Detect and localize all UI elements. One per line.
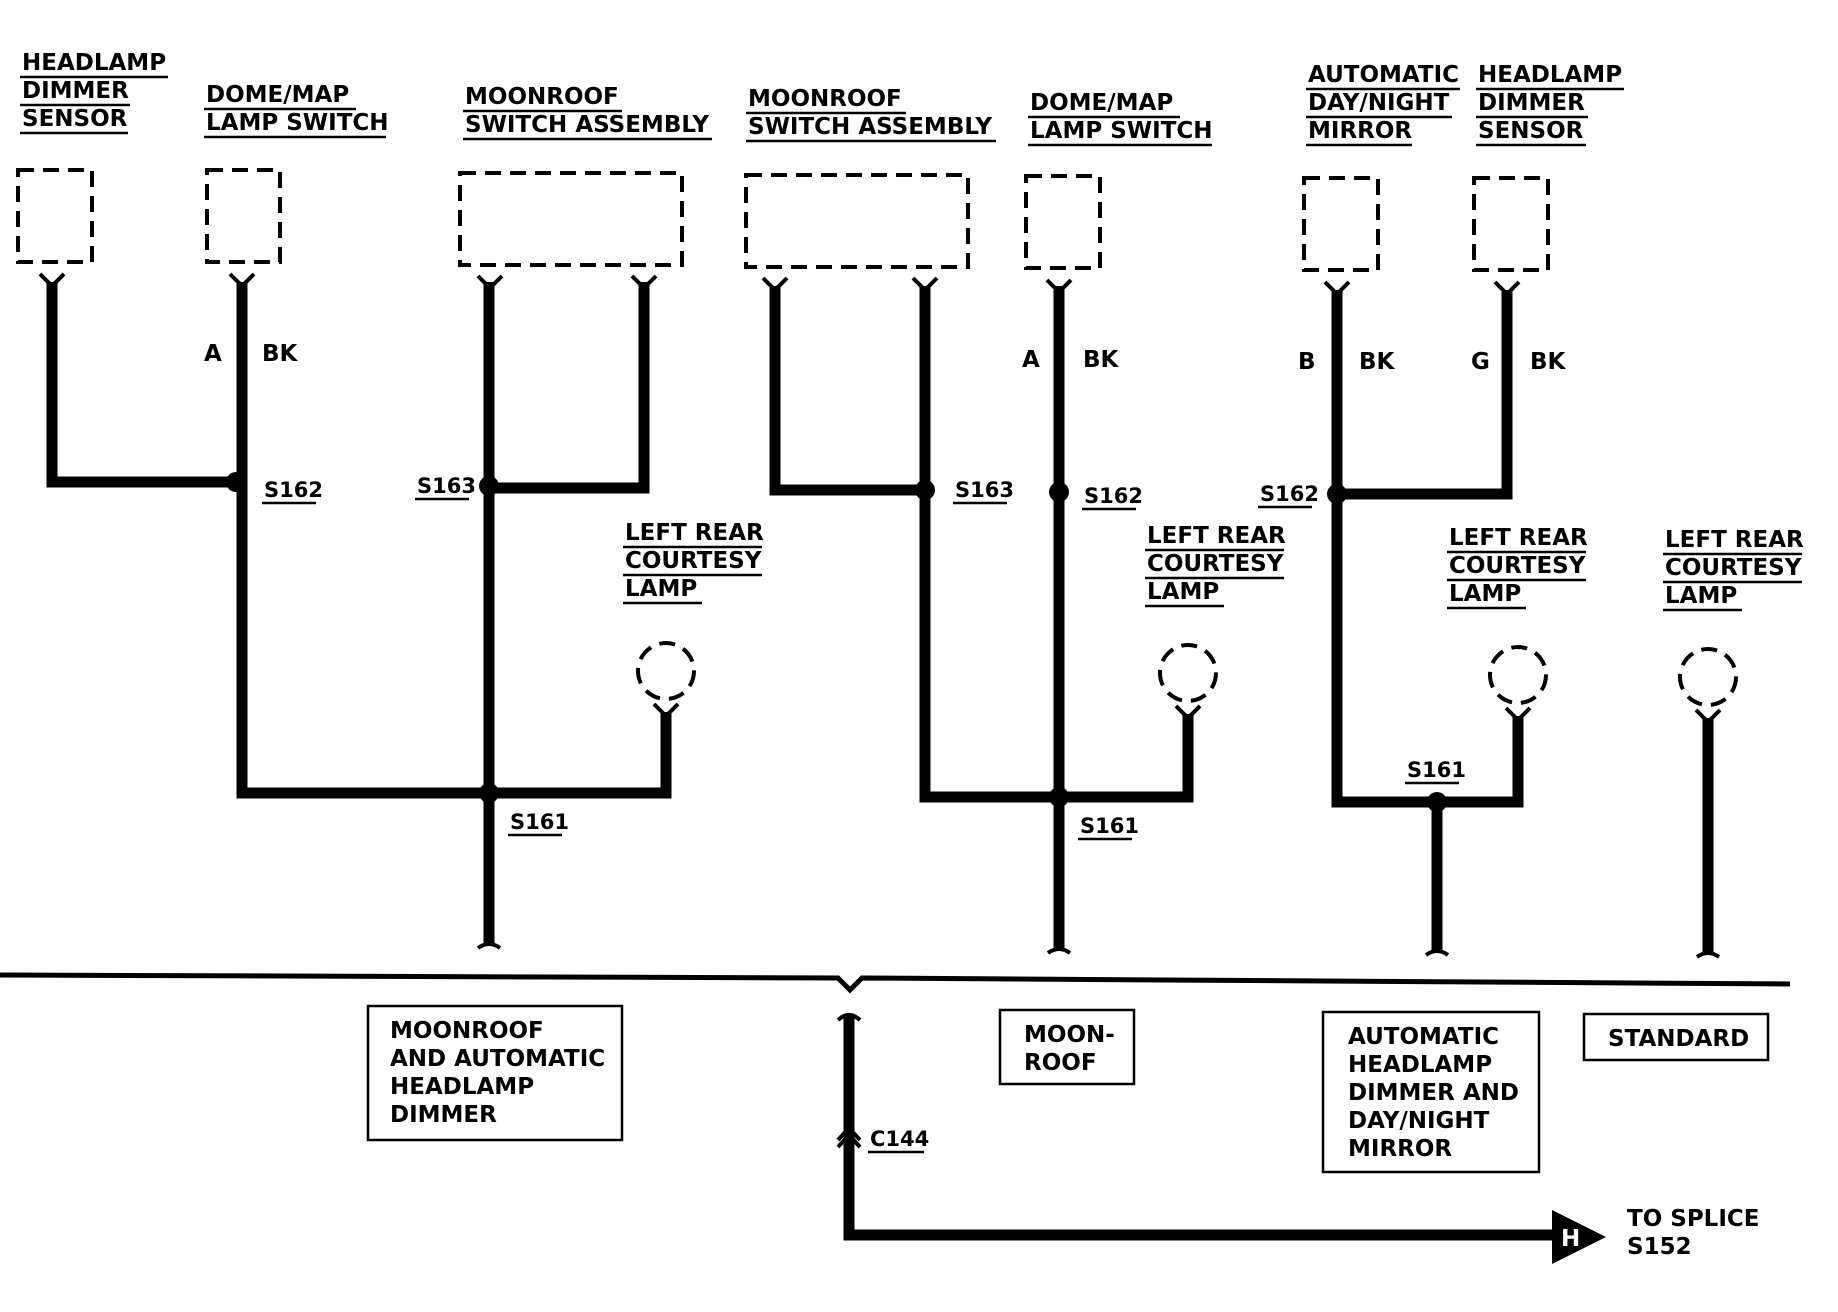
svg-text:DIMMER: DIMMER [22,78,129,104]
svg-text:S163: S163 [955,478,1014,502]
lamp-label-3: LEFT REAR COURTESY LAMP [1447,525,1588,610]
svg-text:COURTESY: COURTESY [1665,555,1802,581]
svg-text:SENSOR: SENSOR [22,106,128,132]
svg-text:LEFT REAR: LEFT REAR [1665,527,1804,553]
svg-text:LAMP SWITCH: LAMP SWITCH [1030,118,1213,144]
svg-text:COURTESY: COURTESY [1449,553,1586,579]
svg-text:HEADLAMP: HEADLAMP [1348,1052,1492,1078]
svg-text:S162: S162 [1260,482,1319,506]
option-box-auto-headlamp-day-night: AUTOMATIC HEADLAMP DIMMER AND DAY/NIGHT … [1321,1010,1541,1174]
courtesy-lamp-bulb-4 [1678,647,1738,707]
svg-text:S162: S162 [264,478,323,502]
svg-text:S163: S163 [417,474,476,498]
courtesy-lamp-bulb-3 [1488,645,1548,705]
svg-text:COURTESY: COURTESY [1147,551,1284,577]
courtesy-lamp-bulb-1 [636,641,696,701]
option-box-moonroof-auto-headlamp: MOONROOF AND AUTOMATIC HEADLAMP DIMMER [366,1004,624,1142]
svg-text:S161: S161 [1080,814,1139,838]
svg-text:LEFT REAR: LEFT REAR [1449,525,1588,551]
svg-text:LEFT REAR: LEFT REAR [1147,523,1286,549]
wires [46,282,1714,1241]
c144-connector-symbol [836,1013,862,1149]
svg-text:SWITCH ASSEMBLY: SWITCH ASSEMBLY [748,114,992,140]
svg-text:DAY/NIGHT: DAY/NIGHT [1308,90,1450,116]
svg-text:S161: S161 [1407,758,1466,782]
dome-map-lamp-switch-box-1 [205,168,282,264]
lamp-label-1: LEFT REAR COURTESY LAMP [623,520,764,605]
svg-text:B: B [1298,349,1316,375]
option-box-moonroof: MOON- ROOF [998,1008,1136,1086]
headlamp-dimmer-sensor-box-2 [1472,176,1550,272]
component-label-moonroof-switch-1: MOONROOF SWITCH ASSEMBLY [463,84,712,141]
svg-text:LAMP: LAMP [1449,581,1521,607]
arrow-label-h: H [1561,1226,1580,1252]
svg-text:AUTOMATIC: AUTOMATIC [1308,62,1459,88]
wire-labels: A BK A BK B BK G BK [204,341,1567,375]
svg-text:LAMP: LAMP [1147,579,1219,605]
courtesy-lamp-bulb-2 [1158,643,1218,703]
svg-text:BK: BK [1530,349,1567,375]
svg-text:SWITCH ASSEMBLY: SWITCH ASSEMBLY [465,112,709,138]
svg-text:COURTESY: COURTESY [625,548,762,574]
svg-text:AUTOMATIC: AUTOMATIC [1348,1024,1499,1050]
svg-text:MIRROR: MIRROR [1348,1136,1452,1162]
svg-text:MOONROOF: MOONROOF [465,84,619,110]
svg-text:MOONROOF: MOONROOF [748,86,902,112]
svg-text:TO SPLICE: TO SPLICE [1627,1206,1759,1232]
svg-text:G: G [1471,349,1490,375]
svg-text:DIMMER: DIMMER [390,1102,497,1128]
svg-text:ROOF: ROOF [1024,1050,1097,1076]
component-label-auto-day-night-mirror: AUTOMATIC DAY/NIGHT MIRROR [1306,62,1460,147]
svg-text:DIMMER AND: DIMMER AND [1348,1080,1519,1106]
svg-text:BK: BK [1083,347,1120,373]
svg-text:LAMP: LAMP [1665,583,1737,609]
svg-text:DIMMER: DIMMER [1478,90,1585,116]
svg-text:HEADLAMP: HEADLAMP [390,1074,534,1100]
svg-text:LEFT REAR: LEFT REAR [625,520,764,546]
auto-day-night-mirror-box [1302,176,1380,272]
dome-map-lamp-switch-box-2 [1024,174,1102,270]
component-label-headlamp-dimmer-sensor-1: HEADLAMP DIMMER SENSOR [20,50,168,135]
svg-text:DOME/MAP: DOME/MAP [1030,90,1173,116]
svg-text:S152: S152 [1627,1234,1692,1260]
svg-text:MOON-: MOON- [1024,1022,1115,1048]
svg-text:HEADLAMP: HEADLAMP [1478,62,1622,88]
option-box-standard: STANDARD [1582,1012,1770,1062]
connector-label-c144: C144 [870,1127,929,1151]
svg-text:A: A [204,341,222,367]
component-label-dome-map-lamp-switch-1: DOME/MAP LAMP SWITCH [204,82,389,139]
splice-labels: S162 S163 S161 S163 S162 S161 S162 S161 [262,474,1466,841]
svg-text:BK: BK [262,341,299,367]
svg-text:LAMP: LAMP [625,576,697,602]
svg-text:SENSOR: SENSOR [1478,118,1584,144]
component-label-moonroof-switch-2: MOONROOF SWITCH ASSEMBLY [746,86,996,143]
moonroof-switch-assembly-box-2 [744,173,970,269]
svg-text:LAMP SWITCH: LAMP SWITCH [206,110,389,136]
lamp-label-4: LEFT REAR COURTESY LAMP [1663,527,1804,612]
svg-text:DOME/MAP: DOME/MAP [206,82,349,108]
destination-label: TO SPLICE S152 [1627,1206,1759,1260]
component-label-dome-map-lamp-switch-2: DOME/MAP LAMP SWITCH [1028,90,1213,147]
lamp-label-2: LEFT REAR COURTESY LAMP [1145,523,1286,608]
svg-text:MIRROR: MIRROR [1308,118,1412,144]
option-bus-line [0,972,1791,994]
svg-text:DAY/NIGHT: DAY/NIGHT [1348,1108,1490,1134]
splice-dots [226,472,1447,812]
svg-text:S162: S162 [1084,484,1143,508]
svg-text:BK: BK [1359,349,1396,375]
svg-text:AND AUTOMATIC: AND AUTOMATIC [390,1046,605,1072]
wire-end-curls [476,942,1721,959]
svg-text:S161: S161 [510,810,569,834]
svg-text:A: A [1022,347,1040,373]
headlamp-dimmer-sensor-box-1 [16,168,94,264]
moonroof-switch-assembly-box-1 [458,171,684,267]
svg-text:HEADLAMP: HEADLAMP [22,50,166,76]
svg-text:STANDARD: STANDARD [1608,1026,1749,1052]
svg-text:MOONROOF: MOONROOF [390,1018,544,1044]
component-label-headlamp-dimmer-sensor-2: HEADLAMP DIMMER SENSOR [1476,62,1624,147]
splice-arrow-head [1552,1210,1606,1264]
